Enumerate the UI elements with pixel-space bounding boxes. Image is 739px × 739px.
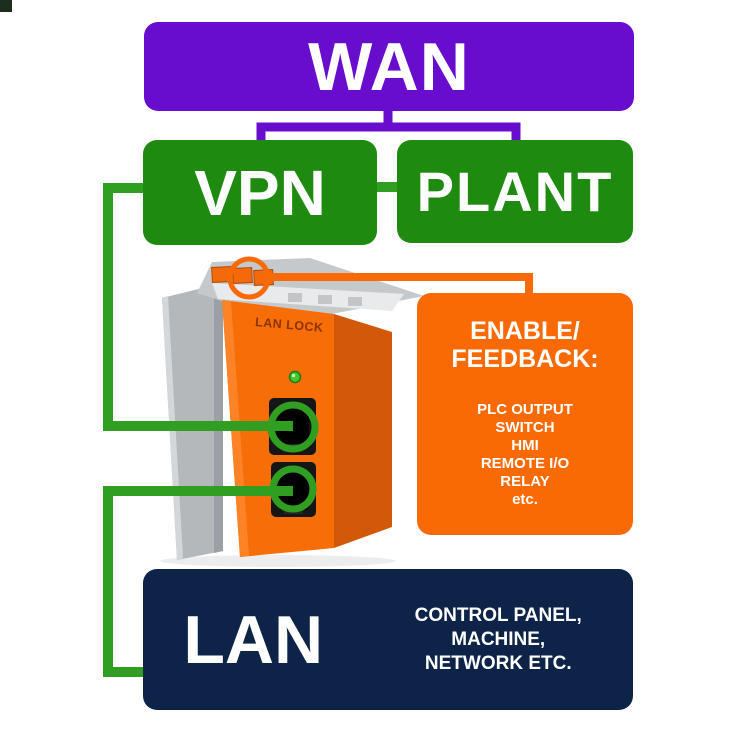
terminal-blocks xyxy=(211,265,274,286)
list-item: SWITCH xyxy=(495,419,555,436)
list-item: PLC OUTPUT xyxy=(477,401,573,418)
terminal-slot xyxy=(318,295,332,304)
corner-mark xyxy=(0,0,12,12)
vpn-to-port-line xyxy=(103,183,293,431)
plant-box: PLANT xyxy=(397,140,633,243)
wan-branch-connector xyxy=(256,110,521,142)
status-led xyxy=(288,370,302,384)
upper-port-highlight-ring xyxy=(267,401,319,453)
device-brand-label: LAN LOCK xyxy=(255,315,325,335)
device-side-shading xyxy=(214,283,223,553)
lan-description-line: CONTROL PANEL, xyxy=(414,604,582,626)
vpn-label: VPN xyxy=(194,156,326,229)
wan-box: WAN xyxy=(144,22,634,111)
plant-label: PLANT xyxy=(416,160,614,223)
lan-label-wrap: LAN xyxy=(143,601,364,679)
lan-description-line: MACHINE, xyxy=(451,628,546,650)
device-illustration: LAN LOCK xyxy=(160,258,424,567)
lan-to-port-line xyxy=(103,486,293,677)
lan-box: LAN CONTROL PANEL, MACHINE, NETWORK ETC. xyxy=(143,569,633,710)
terminal-slot xyxy=(288,293,302,302)
wan-label: WAN xyxy=(308,28,470,105)
device-shadow xyxy=(160,555,396,567)
list-item: HMI xyxy=(511,437,539,454)
enable-title-line2: FEEDBACK: xyxy=(451,345,599,373)
lan-description-line: NETWORK ETC. xyxy=(424,652,572,674)
list-item: etc. xyxy=(512,491,538,508)
terminal-slot xyxy=(348,297,362,306)
lan-label: LAN xyxy=(183,601,324,678)
enable-feedback-box: ENABLE/ FEEDBACK: PLC OUTPUT SWITCH HMI … xyxy=(417,293,633,535)
enable-feedback-line xyxy=(266,273,533,296)
list-item: REMOTE I/O xyxy=(480,455,570,472)
enable-feedback-title: ENABLE/ FEEDBACK: xyxy=(451,317,598,373)
lan-description: CONTROL PANEL, MACHINE, NETWORK ETC. xyxy=(364,604,634,676)
enable-title-line1: ENABLE/ xyxy=(470,317,580,345)
lower-port-highlight-ring xyxy=(269,465,317,513)
list-item: RELAY xyxy=(500,473,550,490)
vpn-box: VPN xyxy=(143,140,377,245)
device-right-face xyxy=(334,314,392,548)
enable-feedback-list: PLC OUTPUT SWITCH HMI REMOTE I/O RELAY e… xyxy=(477,401,573,509)
status-led-glint xyxy=(291,373,296,378)
